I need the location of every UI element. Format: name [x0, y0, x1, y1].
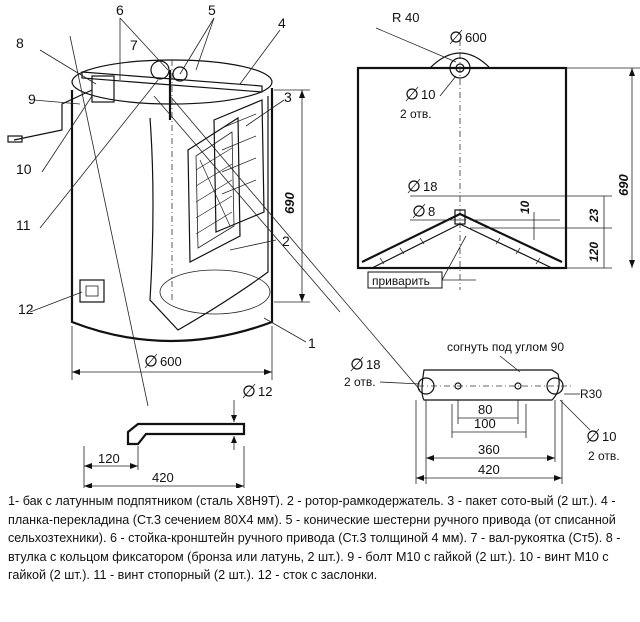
callout-7: 7	[130, 37, 138, 53]
gear-icon	[150, 60, 170, 80]
plate-r30: R30	[580, 387, 602, 401]
dim-d18: 18	[423, 179, 437, 194]
callout-6: 6	[116, 2, 124, 18]
drain-spout	[79, 279, 105, 303]
dim-height-690: 690	[616, 174, 631, 196]
bracket	[91, 75, 115, 103]
bar-view: 12 120 420	[83, 383, 272, 488]
extractor-drawing: 6 5 4 8 7 9 3 10 11 2 12 1 690 600 12	[7, 2, 640, 488]
dim-top-hole: 600	[465, 30, 487, 45]
label-r40: R 40	[392, 10, 419, 25]
handle-crank	[13, 89, 93, 141]
plate-360: 360	[478, 442, 500, 457]
dim-holes10: 10	[421, 87, 435, 102]
dim-tank-height: 690	[282, 192, 297, 214]
tank-view: 6 5 4 8 7 9 3 10 11 2 12 1 690 600	[7, 2, 421, 407]
frame-cassette-2	[213, 99, 265, 233]
bend-note: согнуть под углом 90	[447, 340, 564, 354]
plate-hole10: 10	[602, 429, 616, 444]
weld-note: приварить	[372, 274, 430, 288]
callout-8: 8	[16, 35, 24, 51]
callout-3: 3	[284, 89, 292, 105]
plate-hole10-count: 2 отв.	[588, 449, 620, 463]
handle-grip	[7, 135, 23, 143]
plate-outline	[421, 369, 560, 401]
r40-arc	[429, 52, 491, 69]
dim-10: 10	[518, 200, 532, 214]
callout-5: 5	[208, 2, 216, 18]
plate-80: 80	[478, 402, 492, 417]
callout-9: 9	[28, 91, 36, 107]
v-struts	[361, 212, 563, 263]
plate-hole18: 18	[366, 357, 380, 372]
callout-4: 4	[278, 15, 286, 31]
dim-120: 120	[587, 242, 601, 262]
dim-bar-length: 420	[152, 470, 174, 485]
callout-10: 10	[16, 161, 32, 177]
callout-1: 1	[308, 335, 316, 351]
legend-text: 1- бак с латунным подпятником (сталь Х8Н…	[8, 494, 621, 583]
gear-icon-2	[172, 66, 188, 82]
callout-11: 11	[16, 217, 31, 233]
drain-valve	[85, 285, 99, 297]
tank-body	[70, 88, 274, 343]
plate-100: 100	[474, 416, 496, 431]
top-hub	[449, 57, 471, 79]
tank-bottom	[159, 269, 271, 315]
dim-23: 23	[587, 208, 601, 223]
callout-12: 12	[18, 301, 34, 317]
dim-bar-thickness: 12	[258, 384, 272, 399]
dim-tank-diameter: 600	[160, 354, 182, 369]
dim-bar-bend: 120	[98, 451, 120, 466]
plate-420: 420	[478, 462, 500, 477]
bottom-hub	[454, 209, 466, 225]
bar-profile	[126, 422, 246, 446]
rotor-outline	[356, 66, 568, 270]
plate-view: согнуть под углом 90 18 2 отв. R30 80 10…	[344, 340, 620, 484]
plate-hole18-count: 2 отв.	[344, 375, 376, 389]
holes10-count: 2 отв.	[400, 107, 432, 121]
crossbar	[81, 71, 263, 93]
cutaway-edge	[149, 96, 269, 331]
leader-lines	[29, 17, 421, 407]
rotor-view: R 40 600 10 2 отв. 18 8 10 23 120 69	[356, 10, 640, 290]
dim-d8: 8	[428, 204, 435, 219]
callout-2: 2	[282, 233, 290, 249]
